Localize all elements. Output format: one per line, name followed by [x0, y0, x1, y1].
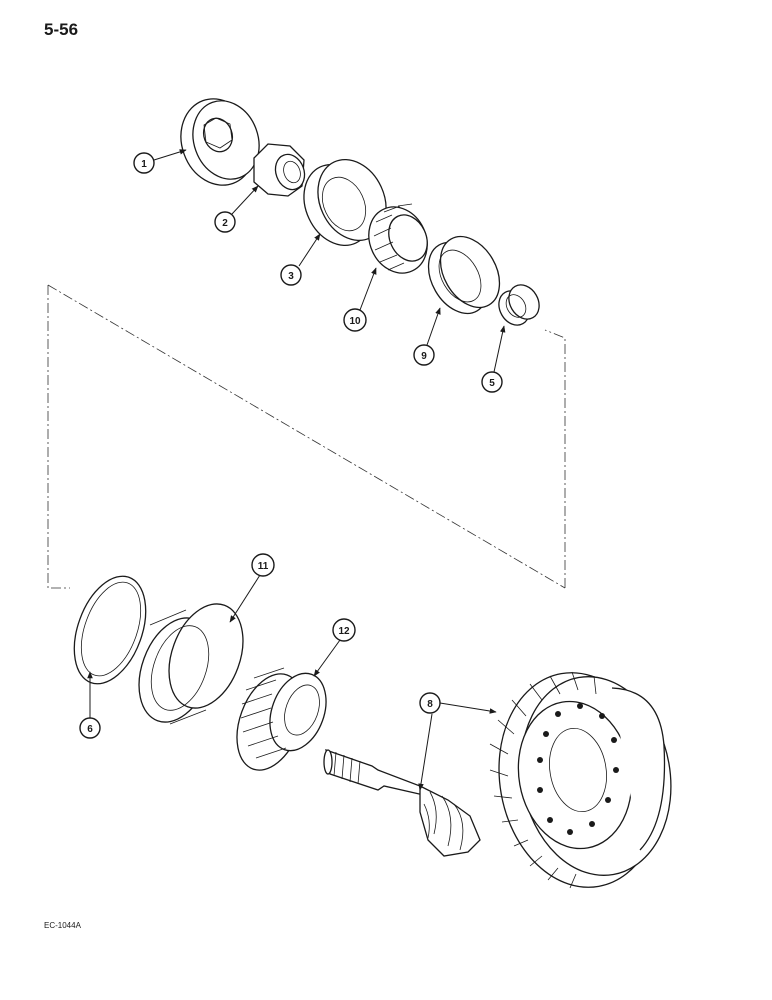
part-12-bearing-cone: [236, 667, 327, 771]
part-10-bearing-cone: [368, 203, 428, 274]
callout-6: 6: [79, 717, 101, 739]
callout-3: 3: [280, 264, 302, 286]
callout-3-label: 3: [288, 271, 294, 282]
callout-1: 1: [133, 152, 155, 174]
callout-9: 9: [413, 344, 435, 366]
part-9-bearing-cup: [427, 235, 501, 315]
callout-12-label: 12: [338, 626, 350, 637]
part-11-bearing-cup: [138, 603, 244, 725]
part-3-bearing-cup: [303, 158, 387, 247]
part-6-shim: [73, 575, 147, 685]
callout-8: 8: [419, 692, 441, 714]
callout-2: 2: [214, 211, 236, 233]
callout-8-label: 8: [427, 699, 433, 710]
callout-6-label: 6: [87, 724, 93, 735]
callout-10-label: 10: [349, 316, 361, 327]
part-5-spacer-ring: [498, 284, 540, 326]
assembly-centerlines: [47, 284, 566, 589]
callout-1-label: 1: [141, 159, 147, 170]
leader-lines: [87, 149, 506, 791]
callout-5: 5: [481, 371, 503, 393]
part-2-nut: [253, 143, 306, 197]
callout-11: 11: [251, 553, 275, 577]
callout-5-label: 5: [489, 378, 495, 389]
page-number: 5-56: [44, 20, 79, 39]
callout-2-label: 2: [222, 218, 228, 229]
callout-11-label: 11: [258, 561, 269, 572]
callout-12: 12: [332, 618, 356, 642]
callout-9-label: 9: [421, 351, 427, 362]
part-8-pinion-and-ring-gear: [323, 671, 672, 889]
figure-code: EC-1044A: [44, 921, 81, 930]
part-1-flange-washer: [180, 98, 260, 186]
callout-10: 10: [343, 308, 367, 332]
